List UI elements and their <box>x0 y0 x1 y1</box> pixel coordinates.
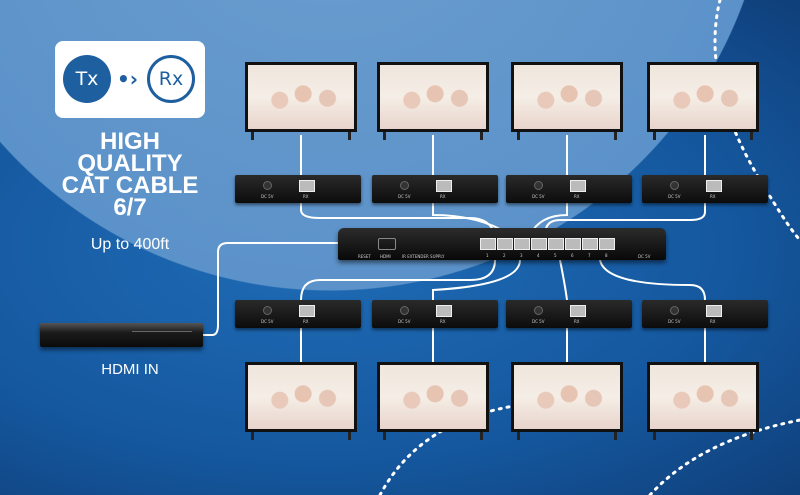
headline: HIGH QUALITY CAT CABLE 6/7 <box>61 128 199 221</box>
rj45-port <box>570 180 586 192</box>
receiver-unit: DC 5V RX <box>372 175 498 203</box>
tv-display <box>245 62 357 142</box>
tv-screen-image <box>650 65 756 129</box>
power-jack <box>400 306 409 315</box>
rx-label: RX <box>710 319 716 324</box>
receiver-unit: DC 5V RX <box>372 300 498 328</box>
rx-label: RX <box>303 319 309 324</box>
rx-label: RX <box>440 319 446 324</box>
port-number: 5 <box>554 253 557 258</box>
rj45-port <box>514 238 530 250</box>
power-label: DC 5V <box>638 254 651 259</box>
tv-stand <box>653 132 753 140</box>
power-jack <box>263 181 272 190</box>
rj45-port <box>531 238 547 250</box>
port-number: 4 <box>537 253 540 258</box>
range-subheadline: Up to 400ft <box>90 236 170 253</box>
tx-rx-logo: Tx •› Rx <box>55 41 205 118</box>
tv-screen-image <box>380 65 486 129</box>
power-jack <box>670 181 679 190</box>
rj45-port <box>599 238 615 250</box>
rj45-port <box>497 238 513 250</box>
hdmi-port <box>378 238 396 250</box>
hdmi-cable <box>203 242 338 336</box>
tx-badge: Tx <box>63 55 111 103</box>
tv-display <box>377 62 489 142</box>
rx-label: RX <box>440 194 446 199</box>
power-label: DC 5V <box>261 319 274 324</box>
power-jack <box>534 181 543 190</box>
power-label: DC 5V <box>668 319 681 324</box>
tv-stand <box>517 132 617 140</box>
tv-stand <box>383 132 483 140</box>
hdmi-label: HDMI <box>380 254 391 259</box>
tv-display <box>647 62 759 142</box>
tv-screen-image <box>514 365 620 429</box>
arrow-right-icon: •› <box>117 67 139 91</box>
receiver-unit: DC 5V RX <box>506 175 632 203</box>
tv-screen-image <box>514 65 620 129</box>
power-label: DC 5V <box>532 194 545 199</box>
port-number: 6 <box>571 253 574 258</box>
rj45-port <box>436 305 452 317</box>
tv-stand <box>251 432 351 440</box>
tv-stand <box>517 432 617 440</box>
rj45-port <box>582 238 598 250</box>
hdmi-splitter-transmitter: RESET HDMI IR EXTENDER SUPPLY DC 5V 1 2 3 4… <box>338 228 666 260</box>
rj45-port <box>299 180 315 192</box>
tv-display <box>245 362 357 442</box>
port-number: 7 <box>588 253 591 258</box>
rj45-port <box>565 238 581 250</box>
power-jack <box>263 306 272 315</box>
port-number: 2 <box>503 253 506 258</box>
tv-screen-image <box>650 365 756 429</box>
power-label: DC 5V <box>398 319 411 324</box>
tv-display <box>511 362 623 442</box>
ir-label: IR EXTENDER SUPPLY <box>402 254 445 259</box>
rx-label: RX <box>574 194 580 199</box>
rj45-port <box>436 180 452 192</box>
rx-label: RX <box>710 194 716 199</box>
receiver-unit: DC 5V RX <box>506 300 632 328</box>
rj45-port <box>548 238 564 250</box>
reset-label: RESET <box>358 254 371 259</box>
power-jack <box>534 306 543 315</box>
source-label: HDMI IN <box>101 361 159 378</box>
tv-display <box>377 362 489 442</box>
rj45-port <box>706 180 722 192</box>
tv-screen-image <box>248 365 354 429</box>
rx-label: RX <box>574 319 580 324</box>
rx-label: RX <box>303 194 309 199</box>
power-jack <box>400 181 409 190</box>
port-number: 1 <box>486 253 489 258</box>
tv-display <box>511 62 623 142</box>
tv-display <box>647 362 759 442</box>
power-label: DC 5V <box>261 194 274 199</box>
rj45-port <box>706 305 722 317</box>
power-label: DC 5V <box>398 194 411 199</box>
receiver-unit: DC 5V RX <box>642 300 768 328</box>
rx-badge: Rx <box>147 55 195 103</box>
port-number: 3 <box>520 253 523 258</box>
power-label: DC 5V <box>532 319 545 324</box>
rj45-port <box>480 238 496 250</box>
tv-stand <box>251 132 351 140</box>
port-number: 8 <box>605 253 608 258</box>
rj45-port <box>299 305 315 317</box>
tv-screen-image <box>248 65 354 129</box>
rj45-port <box>570 305 586 317</box>
dvd-player-source <box>40 323 203 347</box>
power-label: DC 5V <box>668 194 681 199</box>
tv-stand <box>383 432 483 440</box>
tv-stand <box>653 432 753 440</box>
receiver-unit: DC 5V RX <box>235 300 361 328</box>
receiver-unit: DC 5V RX <box>642 175 768 203</box>
receiver-unit: DC 5V RX <box>235 175 361 203</box>
tv-screen-image <box>380 365 486 429</box>
power-jack <box>670 306 679 315</box>
